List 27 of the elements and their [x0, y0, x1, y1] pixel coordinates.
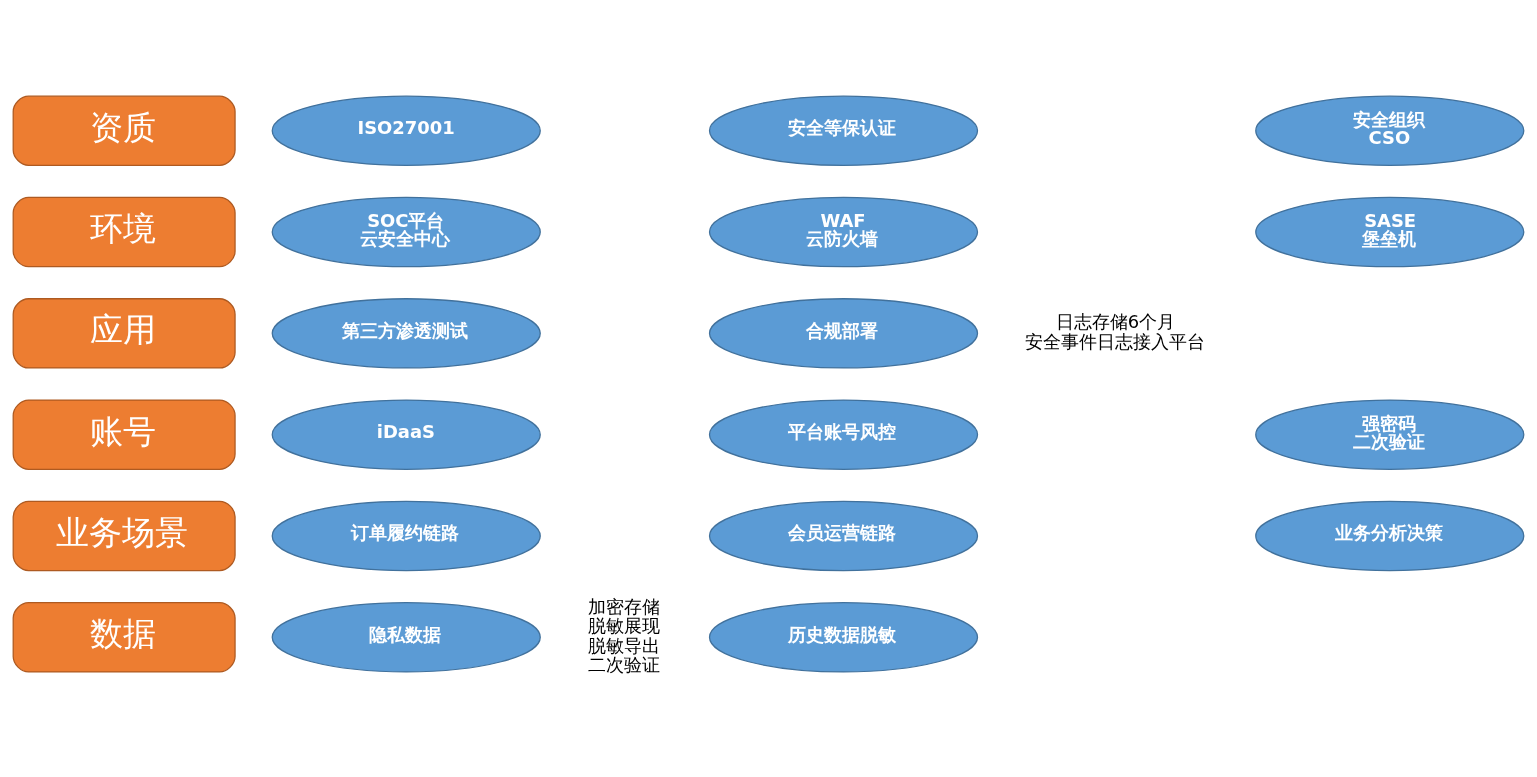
node-box: 业务场景 — [12, 500, 236, 572]
node-ellipse: 订单履约链路 — [271, 500, 541, 572]
node-box: 环境 — [12, 196, 236, 268]
node-ellipse: SOC平台 云安全中心 — [271, 196, 541, 268]
node-ellipse: 隐私数据 — [271, 602, 541, 673]
node-ellipse: iDaaS — [271, 399, 541, 470]
node-ellipse: 历史数据脱敏 — [708, 602, 979, 673]
node-ellipse: WAF 云防火墙 — [708, 196, 979, 268]
node-box: 数据 — [12, 602, 236, 673]
node-label: 加密存储 — [587, 596, 660, 618]
node-ellipse: 业务分析决策 — [1255, 500, 1525, 572]
node-ellipse: 合规部署 — [708, 298, 979, 369]
node-ellipse: ISO27001 — [271, 95, 541, 166]
node-box: 资质 — [12, 95, 236, 166]
node-label: 日志存储6个月 — [1055, 311, 1176, 333]
node-ellipse: 强密码 二次验证 — [1255, 399, 1525, 470]
node-box: 账号 — [12, 399, 236, 470]
node-ellipse: 安全等保认证 — [708, 95, 979, 166]
node-ellipse: 安全组织 CSO — [1255, 95, 1525, 166]
node-ellipse: 第三方渗透测试 — [271, 298, 541, 369]
node-label: 安全事件日志接入平台 — [1024, 330, 1205, 352]
node-label: 脱敏展现 — [587, 615, 660, 637]
node-box: 应用 — [12, 298, 236, 369]
node-label: 脱敏导出 — [587, 634, 660, 656]
node-ellipse: SASE 堡垒机 — [1255, 196, 1525, 268]
node-ellipse: 会员运营链路 — [708, 500, 979, 572]
node-ellipse: 平台账号风控 — [708, 399, 979, 470]
